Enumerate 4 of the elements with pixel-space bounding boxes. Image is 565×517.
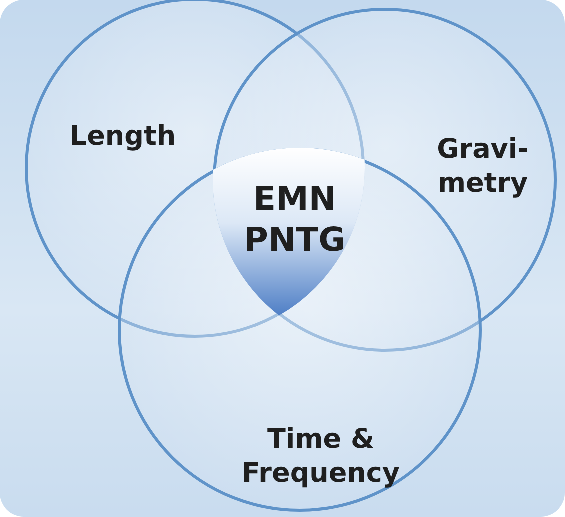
- center-label: EMN PNTG: [243, 178, 347, 260]
- set-label: Gravi- metry: [436, 133, 530, 200]
- set-label: Time & Frequency: [240, 423, 402, 490]
- set-label: Length: [68, 120, 178, 154]
